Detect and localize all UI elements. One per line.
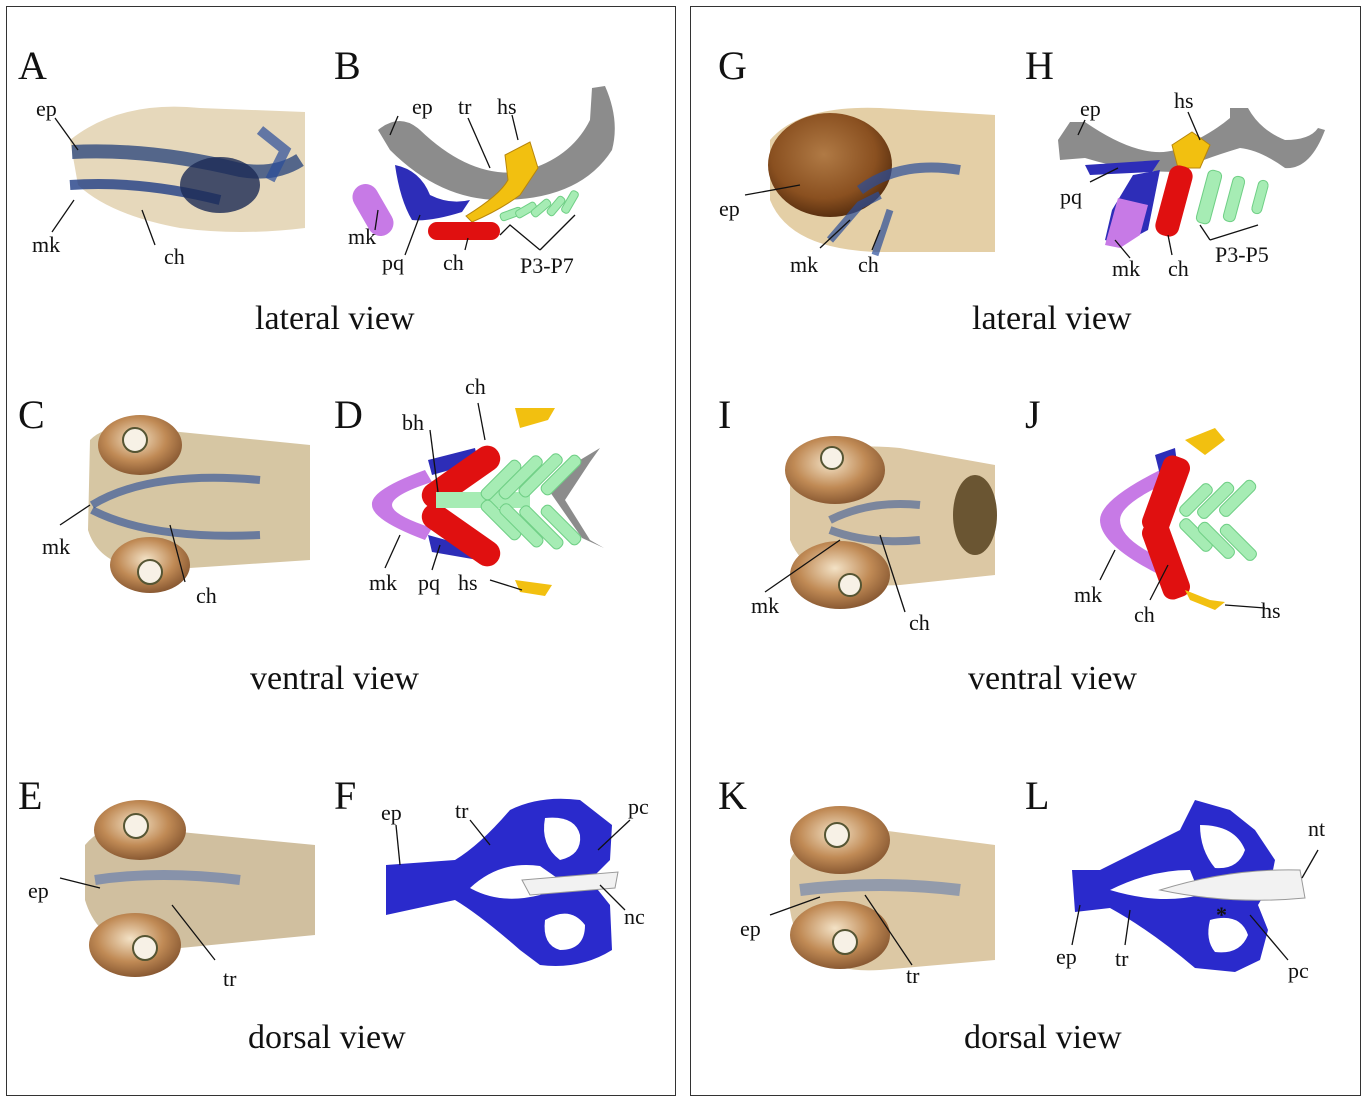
f-label-nc: nc <box>624 904 645 929</box>
c-label-ch: ch <box>196 583 217 608</box>
g-label-mk: mk <box>790 252 819 277</box>
a-label-ch: ch <box>164 244 185 269</box>
j-label-hs: hs <box>1261 598 1281 623</box>
k-label-ep: ep <box>740 916 761 941</box>
schematic-d-ventral <box>371 408 604 596</box>
f-label-ep: ep <box>381 800 402 825</box>
d-label-hs: hs <box>458 570 478 595</box>
h-label-ch: ch <box>1168 256 1189 281</box>
f-label-pc: pc <box>628 794 649 819</box>
photo-e-larva-dorsal <box>85 800 315 977</box>
schematic-f-dorsal <box>386 798 619 966</box>
h-label-pharyngeal-arches: P3-P5 <box>1215 242 1269 267</box>
l-label-tr: tr <box>1115 946 1129 971</box>
leader-lines <box>51 111 1319 966</box>
panel-letter-l: L <box>1025 773 1050 818</box>
e-label-tr: tr <box>223 966 237 991</box>
photo-g-larva-lateral <box>768 107 995 257</box>
h-label-pq: pq <box>1060 184 1082 209</box>
panel-letter-e: E <box>18 773 43 818</box>
panel-letter-a: A <box>18 43 47 88</box>
g-label-ep: ep <box>719 196 740 221</box>
j-label-mk: mk <box>1074 582 1103 607</box>
l-label-nt: nt <box>1308 816 1326 841</box>
l-label-pc: pc <box>1288 958 1309 983</box>
panel-letter-g: G <box>718 43 747 88</box>
i-label-ch: ch <box>909 610 930 635</box>
panel-letter-h: H <box>1025 43 1054 88</box>
e-label-ep: ep <box>28 878 49 903</box>
panel-letter-c: C <box>18 392 45 437</box>
d-label-bh: bh <box>402 410 424 435</box>
d-label-mk: mk <box>369 570 398 595</box>
i-label-mk: mk <box>751 593 780 618</box>
photo-i-larva-ventral <box>785 436 997 609</box>
h-label-hs: hs <box>1174 88 1194 113</box>
caption-right-lateral: lateral view <box>972 300 1132 337</box>
b-label-tr: tr <box>458 94 472 119</box>
caption-left-lateral: lateral view <box>255 300 415 337</box>
photo-a-larva-lateral <box>69 106 305 232</box>
panel-letter-i: I <box>718 392 732 437</box>
c-label-mk: mk <box>42 534 71 559</box>
b-label-hs: hs <box>497 94 517 119</box>
schematic-j-ventral <box>1100 428 1257 610</box>
g-label-ch: ch <box>858 252 879 277</box>
a-label-ep: ep <box>36 96 57 121</box>
caption-right-ventral: ventral view <box>968 660 1137 697</box>
h-label-mk: mk <box>1112 256 1141 281</box>
b-label-pharyngeal-arches: P3-P7 <box>520 253 574 278</box>
schematic-l-dorsal <box>1072 800 1306 972</box>
caption-left-dorsal: dorsal view <box>248 1019 406 1056</box>
schematic-h-lateral <box>1058 108 1325 248</box>
l-label-asterisk: * <box>1216 902 1227 927</box>
panel-letter-k: K <box>718 773 747 818</box>
l-label-ep: ep <box>1056 944 1077 969</box>
b-label-ep: ep <box>412 94 433 119</box>
k-label-tr: tr <box>906 963 920 988</box>
f-label-tr: tr <box>455 798 469 823</box>
panel-letter-d: D <box>334 392 363 437</box>
photo-k-larva-dorsal <box>790 806 995 971</box>
schematic-b-lateral <box>352 86 615 240</box>
left-panel-frame <box>6 6 676 1096</box>
a-label-mk: mk <box>32 232 61 257</box>
caption-right-dorsal: dorsal view <box>964 1019 1122 1056</box>
right-panel-frame <box>690 6 1361 1096</box>
h-label-ep: ep <box>1080 96 1101 121</box>
j-label-ch: ch <box>1134 602 1155 627</box>
photo-c-larva-ventral <box>88 415 310 593</box>
panel-letter-f: F <box>334 773 357 818</box>
b-label-mk: mk <box>348 224 377 249</box>
panel-letter-b: B <box>334 43 361 88</box>
panel-letter-j: J <box>1025 392 1041 437</box>
caption-left-ventral: ventral view <box>250 660 419 697</box>
d-label-pq: pq <box>418 570 440 595</box>
b-label-ch: ch <box>443 250 464 275</box>
d-label-ch: ch <box>465 374 486 399</box>
b-label-pq: pq <box>382 250 404 275</box>
